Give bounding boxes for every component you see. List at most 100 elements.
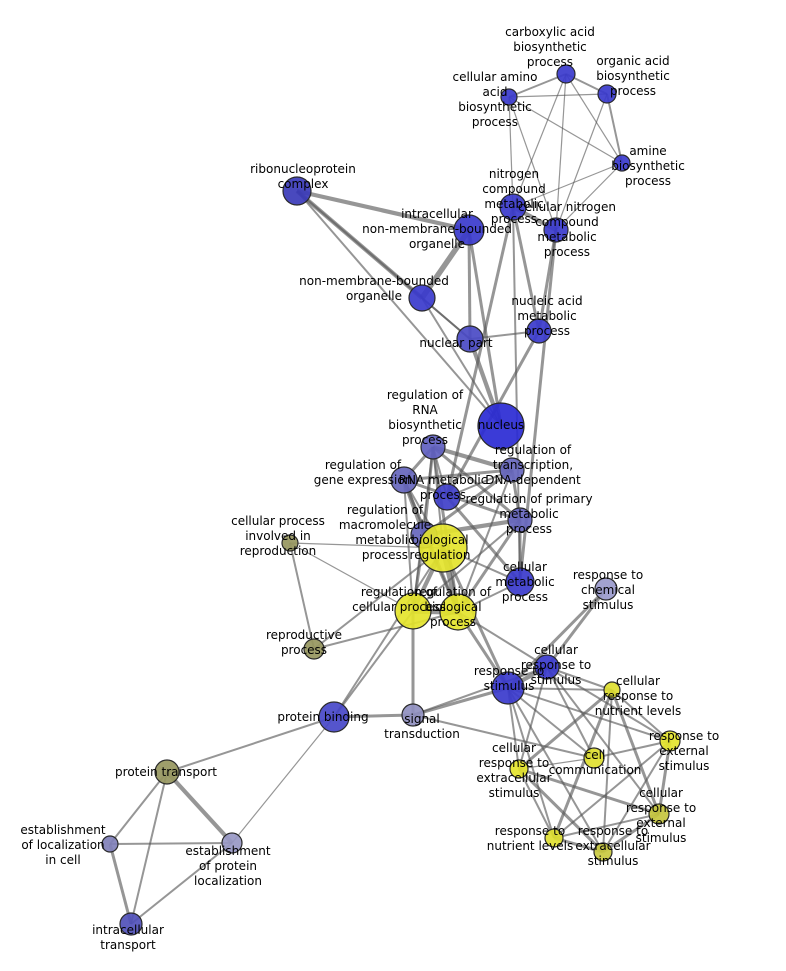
node-cpRepro[interactable] bbox=[281, 534, 299, 552]
node-nucPart[interactable] bbox=[456, 325, 484, 353]
edge-cRespNutr-respExt bbox=[611, 689, 671, 742]
edge-caBP-cncMP bbox=[555, 73, 567, 231]
node-protBind[interactable] bbox=[318, 701, 350, 733]
edge-caaBP-amBP bbox=[508, 96, 623, 164]
edge-cRespNutr-cRespExtra bbox=[518, 688, 613, 771]
edge-respExtra-cRespExtern bbox=[602, 812, 660, 854]
edge-respExt-respExtra bbox=[602, 740, 671, 853]
node-ncMP[interactable] bbox=[499, 193, 527, 221]
node-amBP[interactable] bbox=[613, 154, 631, 172]
edge-respStim-respExtra bbox=[507, 687, 604, 853]
node-rnaMP[interactable] bbox=[433, 483, 461, 511]
edge-cRespExtra-cRespExtern bbox=[518, 767, 660, 816]
edge-inmbO-nucPart bbox=[467, 229, 472, 340]
edge-protBind-protTrans bbox=[166, 716, 335, 773]
edge-amBP-ncMP bbox=[512, 162, 623, 208]
edge-reproP-cpRepro bbox=[289, 542, 315, 650]
edge-respNutr-cRespExtern bbox=[553, 813, 660, 839]
node-respStim[interactable] bbox=[491, 671, 525, 705]
edge-cRespStim-respExt bbox=[546, 666, 671, 742]
node-respChem[interactable] bbox=[594, 577, 618, 601]
node-sigTrans[interactable] bbox=[401, 703, 425, 727]
edge-protTrans-intraTrans bbox=[130, 771, 168, 925]
node-caBP[interactable] bbox=[556, 64, 576, 84]
edge-bioReg-reproP bbox=[313, 547, 444, 650]
edge-cpRepro-regCP bbox=[289, 542, 414, 612]
edge-regRNA-regPMP bbox=[432, 445, 521, 522]
edge-cRespStim-sigTrans bbox=[412, 666, 548, 716]
node-rnp[interactable] bbox=[282, 176, 312, 206]
edge-amBP-cncMP bbox=[555, 162, 623, 231]
node-respExt[interactable] bbox=[659, 730, 681, 752]
node-inmbO[interactable] bbox=[453, 214, 485, 246]
edge-cRespNutr-cRespExtern bbox=[610, 689, 661, 815]
node-estProtLoc[interactable] bbox=[221, 832, 243, 854]
node-cellMP[interactable] bbox=[505, 567, 535, 597]
edge-bioReg-protBind bbox=[333, 547, 444, 718]
edge-regCP-protBind bbox=[333, 610, 414, 718]
edge-protTrans-estLocCell bbox=[109, 771, 168, 845]
node-cRespExtra[interactable] bbox=[509, 759, 529, 779]
edge-rnaMP-cellMP bbox=[445, 496, 522, 583]
edge-cRespExtra-respExtra bbox=[517, 767, 605, 854]
edge-cRespStim-cellComm bbox=[546, 666, 595, 759]
node-regPMP[interactable] bbox=[507, 507, 533, 533]
edge-estProtLoc-estLocCell bbox=[109, 842, 233, 845]
node-nmbO[interactable] bbox=[408, 284, 436, 312]
node-cRespExtern[interactable] bbox=[648, 803, 670, 825]
edge-respStim-respNutr bbox=[507, 687, 555, 839]
node-cRespNutr[interactable] bbox=[603, 681, 621, 699]
edge-respExt-cRespExtern bbox=[657, 740, 672, 815]
node-cRespStim[interactable] bbox=[534, 654, 560, 680]
edge-respExt-cellComm bbox=[593, 740, 671, 759]
edge-respStim-respChem bbox=[506, 587, 608, 690]
node-bioReg[interactable] bbox=[418, 523, 468, 573]
node-regBP[interactable] bbox=[439, 593, 477, 631]
edge-regTx-regGE bbox=[403, 468, 513, 482]
edge-respStim-cRespNutr bbox=[507, 687, 613, 691]
edge-caaBP-cncMP bbox=[508, 96, 557, 231]
edge-rnp-nucPart bbox=[296, 190, 471, 340]
edge-oaBP-cncMP bbox=[555, 93, 608, 231]
edge-caBP-ncMP bbox=[512, 73, 567, 208]
node-naMP[interactable] bbox=[526, 318, 552, 344]
edge-regBP-reproP bbox=[313, 611, 459, 650]
edge-caBP-amBP bbox=[565, 73, 623, 164]
edge-inmbO-nucleus bbox=[467, 229, 503, 427]
edge-cRespStim-cRespExtra bbox=[518, 666, 548, 770]
node-regGE[interactable] bbox=[390, 466, 418, 494]
edge-caaBP-ncMP bbox=[508, 96, 514, 208]
node-intraTrans[interactable] bbox=[119, 912, 143, 936]
edge-estLocCell-intraTrans bbox=[108, 843, 133, 925]
edge-cellComm-cRespExtra bbox=[518, 757, 595, 770]
edge-ncMP-naMP bbox=[511, 206, 541, 332]
edge-cRespNutr-respExtra bbox=[602, 689, 613, 853]
node-oaBP[interactable] bbox=[597, 84, 617, 104]
edge-regRNA-regTx bbox=[432, 444, 513, 473]
edge-sigTrans-cellComm bbox=[412, 714, 595, 759]
node-regRNA[interactable] bbox=[420, 434, 446, 460]
node-reproP[interactable] bbox=[303, 638, 325, 660]
edge-cRespExtra-respNutr bbox=[518, 768, 555, 839]
edge-oaBP-amBP bbox=[606, 93, 623, 164]
node-respNutr[interactable] bbox=[544, 828, 564, 848]
node-cellComm[interactable] bbox=[583, 747, 605, 769]
node-protTrans[interactable] bbox=[154, 759, 180, 785]
edge-respStim-cellComm bbox=[507, 687, 595, 759]
node-estLocCell[interactable] bbox=[101, 835, 119, 853]
edge-ncMP-rnaMP bbox=[445, 206, 515, 498]
node-regTx[interactable] bbox=[499, 457, 525, 483]
edge-protBind-estProtLoc bbox=[231, 716, 335, 844]
edge-protTrans-estProtLoc bbox=[165, 770, 234, 845]
node-respExtra[interactable] bbox=[593, 842, 613, 862]
node-caaBP[interactable] bbox=[500, 88, 518, 106]
node-regCP[interactable] bbox=[394, 592, 432, 630]
node-nucleus[interactable] bbox=[477, 402, 525, 450]
edge-rnp-inmbO bbox=[296, 188, 470, 233]
edge-rnp-nucleus bbox=[296, 190, 502, 427]
node-cncMP[interactable] bbox=[543, 217, 569, 243]
edge-regPMP-regCP bbox=[412, 519, 521, 612]
edge-regGE-regPMP bbox=[403, 478, 521, 522]
